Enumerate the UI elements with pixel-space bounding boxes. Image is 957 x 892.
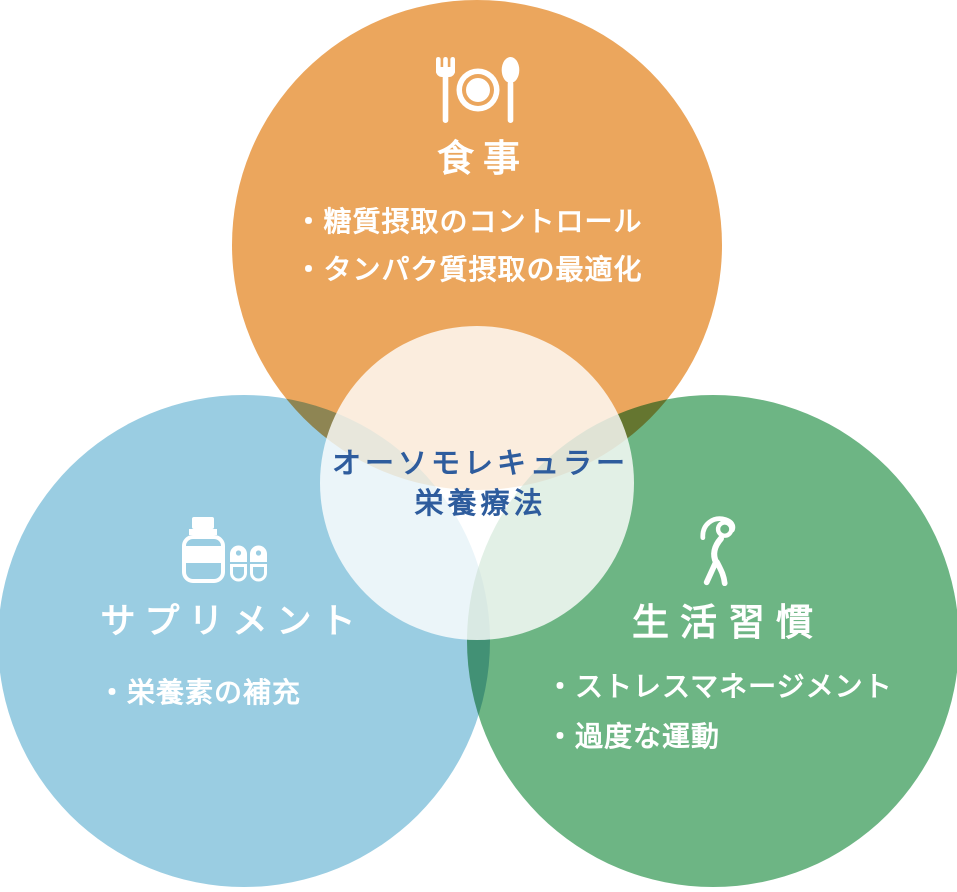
supplement-title: サプリメント: [100, 602, 365, 642]
diet-title: 食事: [437, 137, 529, 180]
lifestyle-bullet-list: ・ストレスマネージメント ・過度な運動: [546, 672, 893, 752]
supplement-bullet-list: ・栄養素の補充: [98, 678, 301, 708]
center-overlay-circle: [320, 326, 634, 640]
supplement-bullet: ・栄養素の補充: [98, 676, 302, 709]
lifestyle-title: 生活習慣: [632, 601, 824, 644]
diet-bullet-list: ・糖質摂取のコントロール ・タンパク質摂取の最適化: [0, 207, 937, 285]
meal-utensils-icon: [436, 57, 520, 123]
center-label-line2: 栄養療法: [414, 486, 547, 520]
supplement-bottle-pills-icon: [182, 517, 267, 583]
center-label-line1: オーソモレキュラー: [331, 446, 629, 480]
lifestyle-bullet: ・ストレスマネージメント: [546, 670, 893, 703]
diet-bullet: ・タンパク質摂取の最適化: [294, 253, 643, 286]
stretching-person-icon: [700, 516, 736, 586]
lifestyle-bullet: ・過度な運動: [546, 720, 721, 753]
center-label: オーソモレキュラー 栄養療法: [0, 447, 957, 527]
diet-bullet: ・糖質摂取のコントロール: [294, 205, 643, 238]
